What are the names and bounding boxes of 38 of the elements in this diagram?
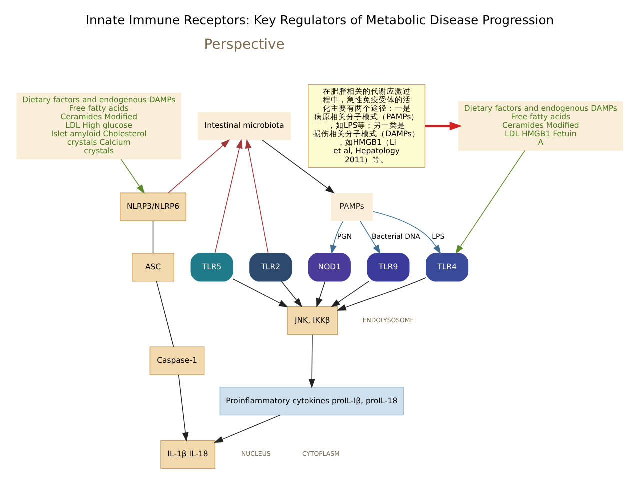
connector [156, 281, 174, 348]
arrow [337, 278, 427, 311]
arrow [316, 281, 326, 308]
connector [152, 220, 154, 254]
arrow [178, 374, 189, 442]
node-box: TLR2 [250, 253, 292, 282]
arrow [425, 122, 462, 131]
label: Perspective [204, 36, 285, 53]
arrow [214, 139, 243, 254]
arrow [372, 211, 442, 254]
node-box: Proinflammatory cytokines proIL-Iβ, proIL-18 [220, 387, 404, 416]
node-box: Dietary factors and endogenous DAMPs Free fatty acids Ceramides Modified LDL High glucose Islet amyloid Cholesterol crystals Calcium crystals [16, 93, 182, 160]
node-box: Caspase-1 [150, 346, 205, 376]
node-box: 在肥胖相关的代谢应激过程中，急性免疫受体的活化主要有两个途径：一是病原相关分子模式（PAMPs），如LPS等；另一类是损伤相关分子模式（DAMPs），如HMGB1（Li et al, Hepatology 2011）等。 [308, 84, 426, 168]
node-box: TLR5 [190, 253, 234, 282]
arrow [262, 140, 335, 194]
arrow [281, 281, 303, 308]
arrow [214, 414, 281, 444]
arrow [330, 281, 370, 308]
diagram-title: Innate Immune Receptors: Key Regulators of Metabolic Disease Progression [86, 13, 554, 28]
node-box: PAMPs [331, 193, 373, 222]
arrow [360, 220, 381, 254]
arrow [168, 140, 230, 194]
arrow [245, 139, 269, 254]
node-box: NLRP3/NLRP6 [120, 192, 187, 222]
arrow [308, 334, 316, 389]
node-box: Intestinal microbiota [198, 112, 291, 140]
node-box: NOD1 [308, 253, 351, 282]
node-box: JNK, IKKβ [287, 306, 338, 336]
arrow [456, 150, 526, 254]
node-box: TLR4 [426, 253, 469, 282]
node-box: IL-1β IL-18 [160, 440, 216, 470]
arrow [330, 220, 344, 255]
node-box: Dietary factors and endogenous DAMPs Free fatty acids Ceramides Modified LDL HMGB1 Fetuin A [458, 102, 624, 152]
arrow [232, 278, 288, 308]
node-box: TLR9 [367, 253, 410, 282]
node-box: ASC [132, 253, 175, 282]
arrow [120, 158, 145, 194]
